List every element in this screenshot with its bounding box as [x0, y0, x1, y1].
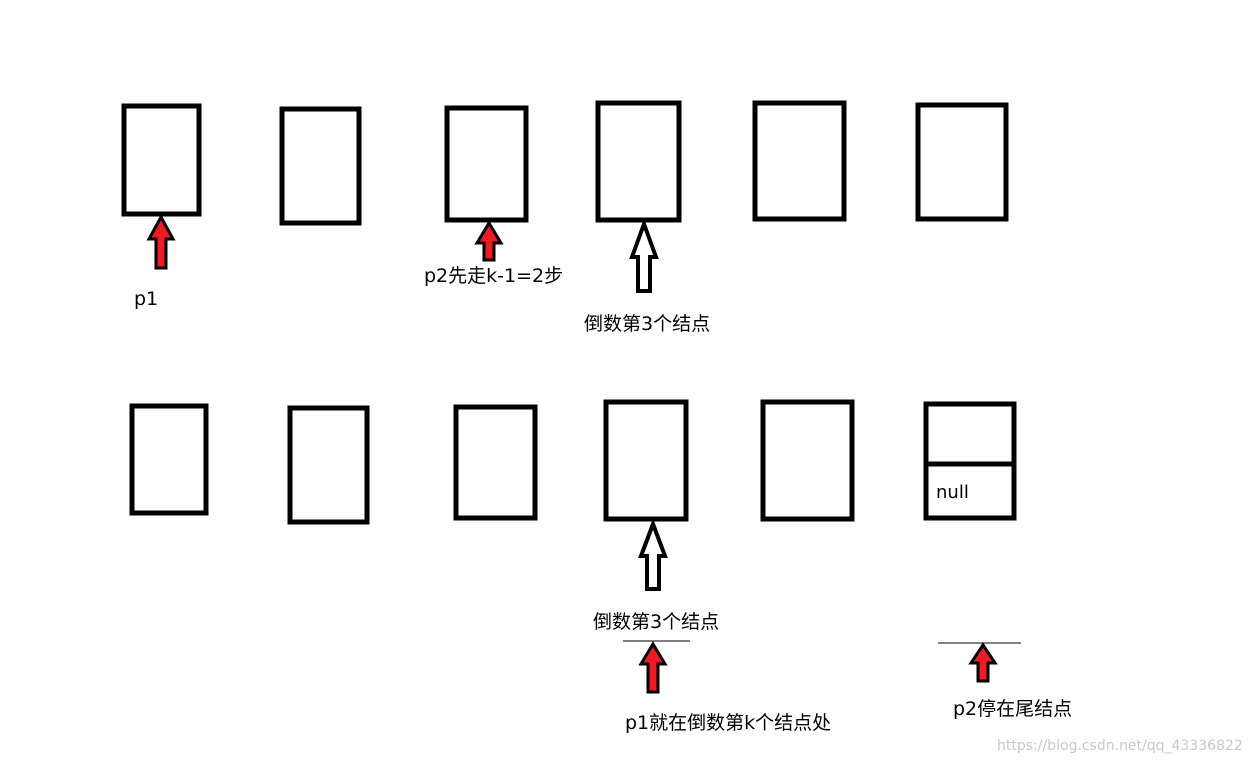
p2-arrow-top: [474, 220, 504, 262]
target-label-top: 倒数第3个结点: [584, 313, 711, 335]
bottom-node-2: [287, 405, 370, 525]
target-label-bottom: 倒数第3个结点: [593, 611, 720, 633]
p1-result-label: p1就在倒数第k个结点处: [625, 712, 832, 734]
top-node-2: [279, 106, 362, 226]
top-node-6: [915, 102, 1009, 222]
p2-step-label: p2先走k-1=2步: [424, 265, 564, 287]
target-arrow-bottom: [638, 518, 668, 591]
bottom-node-5: [760, 399, 855, 522]
p2-result-label: p2停在尾结点: [953, 698, 1073, 720]
p1-arrow-top: [146, 213, 176, 270]
p1-arrow-bottom: [638, 641, 668, 694]
p1-label: p1: [134, 288, 159, 310]
bottom-node-4: [603, 399, 689, 522]
p2-arrow-bottom: [968, 642, 998, 683]
bottom-node-6: [923, 401, 1017, 521]
target-arrow-top: [629, 218, 659, 293]
bottom-node-1: [129, 403, 209, 516]
watermark-text: https://blog.csdn.net/qq_43336822: [997, 738, 1243, 754]
null-label: null: [936, 482, 969, 503]
top-node-4: [595, 100, 682, 223]
top-node-5: [752, 100, 847, 222]
bottom-row-nodes: [129, 399, 1017, 525]
bottom-node-3: [453, 404, 538, 521]
top-node-3: [444, 105, 529, 223]
top-row-nodes: [121, 100, 1009, 226]
top-node-1: [121, 103, 202, 217]
